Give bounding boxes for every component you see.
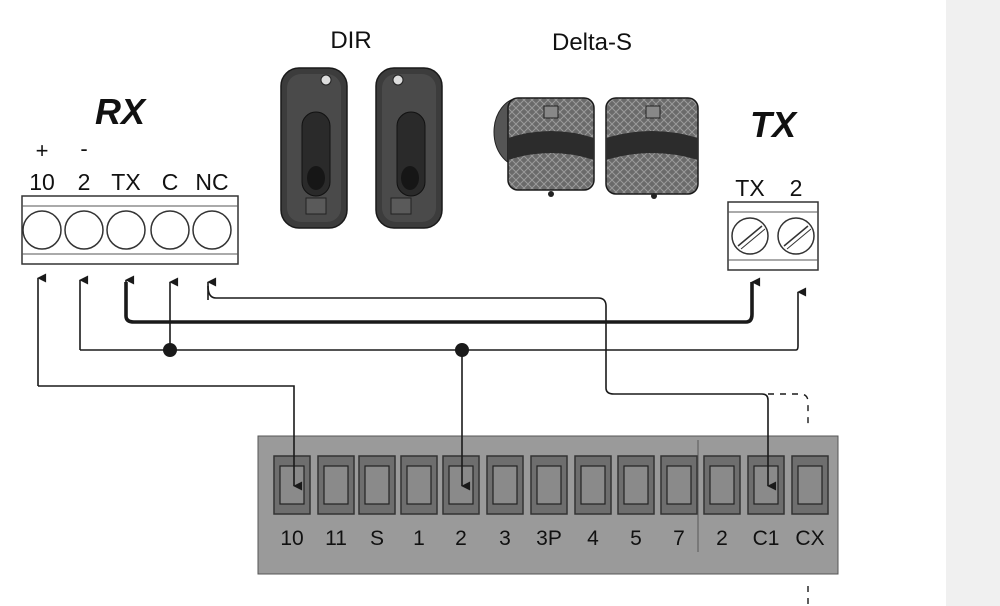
tx-label: TX <box>750 104 798 145</box>
screw-terminal-icon <box>731 217 769 255</box>
rx-terminal-label: TX <box>111 169 140 195</box>
board-terminal-label: 10 <box>280 527 303 550</box>
rx-terminal-label: 2 <box>78 169 91 195</box>
board-terminal-label: 5 <box>630 527 642 550</box>
screw-terminal-icon <box>106 210 146 250</box>
rx-minus-sign: - <box>80 136 87 161</box>
dir-label: DIR <box>330 27 371 54</box>
board-terminal-slot <box>530 455 568 515</box>
photocell-dir-icon <box>280 67 443 229</box>
rx-terminal-label: C <box>162 169 179 195</box>
wiring-diagram: DIR Delta-S RX TX + - 10 2 TX C NC <box>21 27 839 606</box>
board-terminal-label: S <box>370 527 384 550</box>
board-terminal-slot <box>617 455 655 515</box>
board-terminal-label: 2 <box>455 527 467 550</box>
board-terminal-slot <box>442 455 480 515</box>
board-terminal-label: 2 <box>716 527 728 550</box>
tx-terminal-label: 2 <box>790 175 803 201</box>
rx-terminal-label: 10 <box>29 169 55 195</box>
photocell-delta-s-icon <box>493 97 699 199</box>
junction-dot-icon <box>163 343 177 357</box>
wiring <box>37 273 809 606</box>
board-terminal-label: 3P <box>536 527 562 550</box>
board-terminal-label: CX <box>795 527 824 550</box>
screw-terminal-icon <box>150 210 190 250</box>
rx-plus-sign: + <box>36 138 49 163</box>
board-terminal-slot <box>400 455 438 515</box>
wire-rx2-common-bus <box>80 287 807 351</box>
board-terminal-slot <box>660 455 698 515</box>
screw-terminal-icon <box>192 210 232 250</box>
board-terminal-slot <box>317 455 355 515</box>
tx-terminal-block <box>727 201 819 271</box>
board-terminal-slot <box>703 455 741 515</box>
right-scroll-panel <box>946 0 1000 606</box>
wire-rx-tx-to-tx-tx <box>124 277 761 324</box>
board-terminal-label: C1 <box>753 527 780 550</box>
board-terminal-slot <box>747 455 785 515</box>
screw-terminal-icon <box>777 217 815 255</box>
wire-dashed-cx <box>768 393 809 424</box>
board-terminal-slot <box>486 455 524 515</box>
board-terminal-label: 1 <box>413 527 425 550</box>
screw-terminal-icon <box>22 210 62 250</box>
screw-terminal-icon <box>64 210 104 250</box>
rx-terminal-label: NC <box>195 169 228 195</box>
rx-label: RX <box>95 91 147 132</box>
control-board-terminal-strip <box>257 435 839 575</box>
board-terminal-slot <box>791 455 829 515</box>
rx-terminal-block <box>21 195 239 265</box>
tx-terminal-label: TX <box>735 175 764 201</box>
board-terminal-slot <box>358 455 396 515</box>
wire-rx10-to-board10-down <box>38 385 303 491</box>
board-terminal-label: 4 <box>587 527 599 550</box>
board-terminal-slot <box>273 455 311 515</box>
junction-dot-icon <box>455 343 469 357</box>
wire-rx-nc-to-board-c1 <box>207 285 777 491</box>
board-terminal-label: 11 <box>325 527 347 550</box>
board-terminal-slot <box>574 455 612 515</box>
board-terminal-label: 7 <box>673 527 685 550</box>
board-terminal-label: 3 <box>499 527 511 550</box>
delta-s-label: Delta-S <box>552 29 632 56</box>
